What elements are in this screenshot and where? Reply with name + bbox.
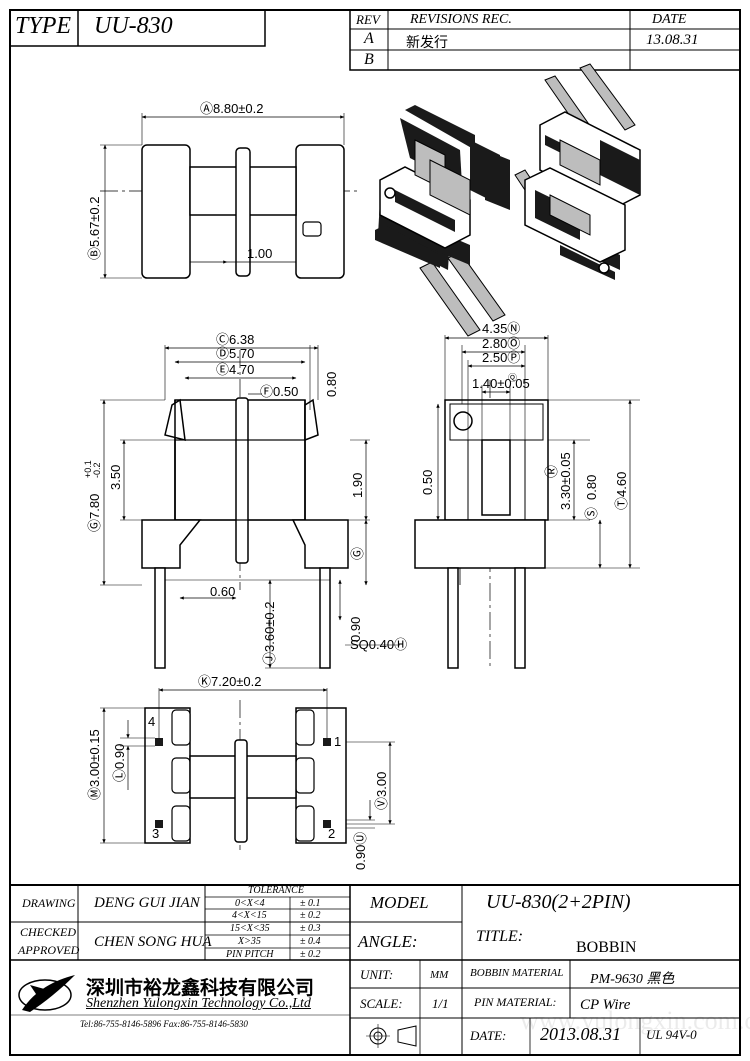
top-view: Ⓐ8.80±0.2 Ⓑ5.67±0.2 1.00: [87, 101, 360, 279]
dim-top-height: Ⓑ5.67±0.2: [87, 196, 102, 260]
third-angle-projection-icon: [366, 1024, 417, 1048]
dim-front-f: Ⓕ0.50: [260, 384, 298, 399]
dim-side-460: Ⓣ4.60: [614, 472, 629, 510]
tolerance-label: TOLERANCE: [248, 885, 304, 896]
dim-side-140-marker: Ⓠ: [508, 373, 517, 383]
bobbin-material-value: PM-9630 黑色: [590, 972, 675, 987]
dim-bottom-720: Ⓚ7.20±0.2: [198, 674, 262, 689]
dim-bottom-090b: 0.90Ⓤ: [353, 832, 368, 870]
checked-label: CHECKED: [20, 925, 77, 939]
rev-label: REV: [356, 12, 380, 27]
dim-top-width: Ⓐ8.80±0.2: [200, 101, 264, 116]
dim-front-060: 0.60: [210, 584, 235, 599]
header-type-box: [9, 9, 266, 47]
dim-front-190: 1.90: [350, 473, 365, 498]
type-value: UU-830: [94, 13, 173, 39]
unit-label: UNIT:: [360, 967, 394, 982]
drawing-label: DRAWING: [22, 896, 76, 910]
date-label: DATE: [652, 12, 687, 27]
pin-2-label: 2: [328, 826, 335, 841]
model-value: UU-830(2+2PIN): [486, 891, 631, 913]
dim-side-330-marker: Ⓡ: [544, 465, 559, 478]
pin-1-label: 1: [334, 734, 341, 749]
checked-name: CHEN SONG HUA: [94, 934, 212, 950]
dim-bottom-300: Ⓜ3.00±0.15: [87, 729, 102, 800]
tol-value-1: ± 0.1: [300, 898, 321, 909]
dim-front-pin-len: Ⓙ3.60±0.2: [262, 601, 277, 665]
title-value: BOBBIN: [576, 939, 637, 956]
approved-label: APPROVED: [18, 943, 80, 957]
dim-side-080-marker: Ⓢ: [584, 507, 599, 520]
watermark: www.yulongxin.com.cn: [520, 1006, 750, 1035]
dim-front-d: Ⓓ5.70: [216, 346, 254, 361]
swoosh-logo-icon: [18, 975, 75, 1012]
dim-front-sq: SQ0.40Ⓗ: [350, 637, 407, 652]
scale-label: SCALE:: [360, 996, 403, 1011]
dim-front-g-marker: Ⓖ: [350, 547, 365, 560]
company-contact: Tel:86-755-8146-5896 Fax:86-755-8146-583…: [80, 1019, 248, 1029]
revision-table: [349, 9, 741, 71]
front-view: Ⓒ6.38 Ⓓ5.70 Ⓔ4.70 Ⓕ0.50 0.80 3.50 Ⓖ7.80 …: [83, 332, 407, 669]
dim-side-140: 1.40±0.05: [472, 376, 530, 391]
revisions-label: REVISIONS REC.: [410, 12, 512, 27]
angle-label: ANGLE:: [358, 932, 418, 951]
dim-side-280: 2.80Ⓞ: [482, 336, 520, 351]
pin-3-label: 3: [152, 826, 159, 841]
dim-side-250: 2.50Ⓟ: [482, 350, 520, 365]
rev-b: B: [364, 51, 374, 68]
isometric-view-right: [514, 63, 641, 280]
drawing-name: DENG GUI JIAN: [94, 895, 200, 911]
tol-value-2: ± 0.2: [300, 910, 321, 921]
bottom-view: 4 1 3 2 Ⓚ7.20±0.2 Ⓜ3.00±0.15 Ⓛ0.90 Ⓥ3.00…: [87, 674, 395, 870]
dim-front-c: Ⓒ6.38: [216, 332, 254, 347]
tol-value-4: ± 0.4: [300, 936, 321, 947]
dim-bottom-090: Ⓛ0.90: [112, 744, 127, 782]
pin-material-label: PIN MATERIAL:: [474, 995, 557, 1009]
dim-front-080: 0.80: [324, 372, 339, 397]
tol-value-3: ± 0.3: [300, 923, 321, 934]
title-block: [10, 884, 740, 1055]
tol-value-5: ± 0.2: [300, 949, 321, 960]
unit-value: MM: [430, 969, 449, 981]
model-label: MODEL: [370, 893, 429, 912]
side-view: 4.35Ⓝ 2.80Ⓞ 2.50Ⓟ Ⓠ 1.40±0.05 0.50 3.30±…: [414, 321, 640, 670]
dim-front-350: 3.50: [108, 465, 123, 490]
dim-side-050: 0.50: [420, 470, 435, 495]
rev-a-text: 新发行: [406, 36, 448, 51]
company-name-en: Shenzhen Yulongxin Technology Co.,Ltd: [86, 996, 311, 1011]
tol-range-2: 4<X<15: [232, 910, 267, 921]
date-field-value: 2013.08.31: [540, 1024, 621, 1044]
dim-front-height-tol-bot: -0.2: [92, 462, 102, 478]
date-field-label: DATE:: [470, 1028, 507, 1043]
dim-top-gap: 1.00: [247, 246, 272, 261]
dim-side-435: 4.35Ⓝ: [482, 321, 520, 336]
dim-side-330: 3.30±0.05: [558, 452, 573, 510]
tol-range-5: PIN PITCH: [226, 949, 274, 960]
type-label: TYPE: [15, 13, 72, 39]
rev-a-date: 13.08.31: [646, 32, 699, 48]
ul-rating: UL 94V-0: [646, 1027, 697, 1042]
pin-4-label: 4: [148, 714, 155, 729]
isometric-view-left: [375, 105, 510, 337]
title-label: TITLE:: [476, 928, 524, 945]
tol-range-1: 0<X<4: [235, 898, 265, 909]
dim-front-090: 0.90: [348, 617, 363, 642]
dim-side-080: 0.80: [584, 475, 599, 500]
dim-front-height: Ⓖ7.80: [87, 494, 102, 532]
tol-range-4: X>35: [238, 936, 261, 947]
bobbin-material-label: BOBBIN MATERIAL: [470, 967, 564, 979]
dim-front-e: Ⓔ4.70: [216, 362, 254, 377]
company-name-cn: 深圳市裕龙鑫科技有限公司: [86, 978, 315, 999]
tol-range-3: 15<X<35: [230, 923, 270, 934]
dim-bottom-v300: Ⓥ3.00: [374, 772, 389, 810]
scale-value: 1/1: [432, 996, 449, 1011]
rev-a: A: [364, 30, 374, 47]
dim-front-height-tol-top: +0.1: [83, 460, 93, 478]
pin-material-value: CP Wire: [580, 997, 631, 1013]
